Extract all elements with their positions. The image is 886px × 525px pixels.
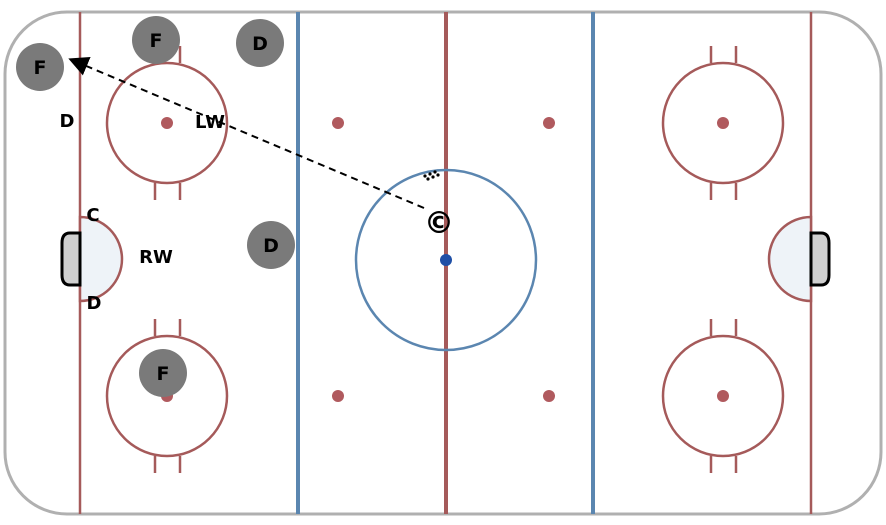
- svg-text:D: D: [263, 235, 279, 257]
- left-net: [60, 231, 82, 287]
- center-circle: [354, 168, 538, 352]
- svg-text:F: F: [34, 57, 47, 79]
- player-chip-d-mid: D: [247, 221, 295, 269]
- label-c: C: [86, 205, 99, 226]
- svg-text:F: F: [150, 30, 163, 52]
- right-goal-crease: [767, 215, 813, 303]
- neutral-dot-right-bottom: [543, 390, 555, 402]
- center-faceoff-dot: [440, 254, 452, 266]
- player-chip-d-top: D: [236, 19, 284, 67]
- label-d-low: D: [87, 293, 102, 314]
- faceoff-circle-right-bottom: [661, 319, 785, 473]
- svg-text:D: D: [252, 33, 268, 55]
- player-chip-f-top-left: F: [16, 43, 64, 91]
- faceoff-circle-right-top: [661, 46, 785, 200]
- left-goal-crease: [78, 215, 124, 303]
- player-chip-f-top: F: [132, 16, 180, 64]
- neutral-dot-left-bottom: [332, 390, 344, 402]
- neutral-dot-left-top: [332, 117, 344, 129]
- right-net: [809, 231, 831, 287]
- player-chip-f-bottom: F: [139, 349, 187, 397]
- pass-arrow: [68, 56, 425, 209]
- label-rw: RW: [139, 247, 173, 268]
- skate-trail-marks: [423, 170, 440, 181]
- label-d-left: D: [60, 111, 75, 132]
- svg-text:F: F: [157, 363, 170, 385]
- neutral-dot-right-top: [543, 117, 555, 129]
- label-lw: LW: [195, 112, 225, 133]
- center-player-symbol: ©: [424, 206, 454, 241]
